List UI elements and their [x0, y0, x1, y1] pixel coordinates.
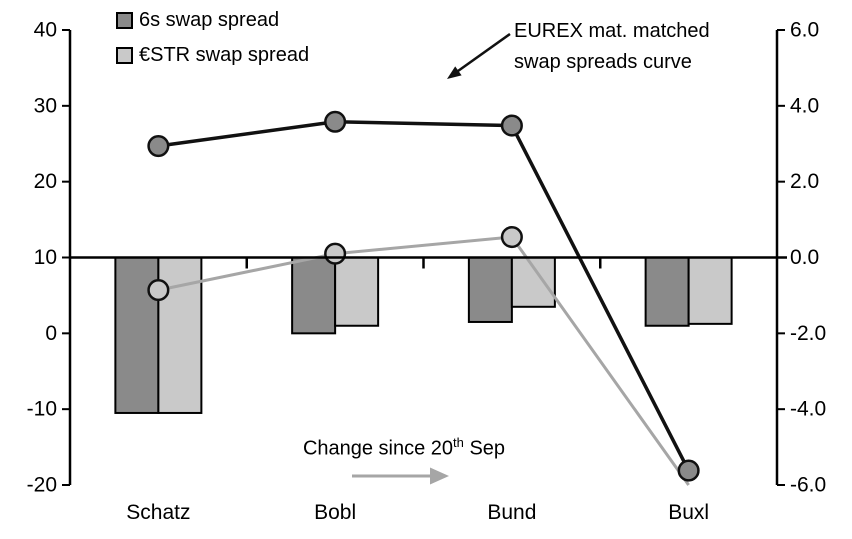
curve-annotation-line1: EUREX mat. matched [514, 20, 710, 42]
curve-annotation-line2: swap spreads curve [514, 51, 692, 73]
x-label-bund: Bund [487, 501, 536, 524]
curve-annotation: EUREX mat. matched swap spreads curve [514, 16, 710, 78]
x-label-bobl: Bobl [314, 501, 356, 524]
left-axis-tick-label: 0 [45, 322, 57, 345]
left-axis-tick-label: 40 [34, 19, 57, 42]
marker-6s-schatz [147, 134, 170, 158]
x-label-buxl: Buxl [668, 501, 709, 524]
change-annotation-suffix: Sep [463, 437, 506, 460]
left-axis-tick-label: 30 [34, 94, 57, 117]
line-6s [158, 120, 691, 472]
bar-estr-bobl [334, 256, 380, 327]
legend-label-estr: €STR swap spread [139, 44, 310, 66]
right-axis-tick-label: -2.0 [790, 322, 826, 345]
right-axis-tick-label: -6.0 [790, 474, 826, 497]
marker-estr-schatz [147, 279, 170, 302]
right-axis-tick-label: 4.0 [790, 94, 819, 117]
left-axis-tick-label: -20 [27, 473, 57, 496]
lines-layer [147, 110, 700, 486]
bar-6s-bobl [291, 256, 337, 335]
bar-6s-bund [467, 256, 513, 323]
axis-labels-layer: 403020100-10-206.04.02.00.0-2.0-4.0-6.0S… [27, 18, 827, 524]
bar-estr-schatz [157, 256, 203, 414]
legend-swatch-estr [116, 47, 133, 64]
curve-note-arrow-icon [447, 32, 511, 79]
change-annotation-prefix: Change since 20 [302, 437, 454, 460]
bar-6s-buxl [644, 256, 690, 327]
line-estr [158, 235, 690, 486]
left-axis-tick-label: -10 [27, 398, 57, 421]
marker-estr-bobl [324, 242, 347, 265]
left-axis-tick-label: 20 [34, 170, 57, 193]
right-axis-tick-label: 2.0 [790, 170, 819, 193]
marker-6s-buxl [677, 459, 700, 482]
legend-item-6s: 6s swap spread [116, 6, 309, 35]
right-axis-tick-label: 6.0 [790, 18, 819, 41]
left-axis-tick-label: 10 [34, 246, 57, 269]
marker-6s-bund [500, 114, 523, 137]
change-annotation: Change since 20th Sep [288, 435, 520, 461]
right-axis-tick-label: -4.0 [790, 398, 826, 421]
change-annotation-superscript: th [453, 435, 464, 450]
axes-layer [62, 28, 787, 487]
legend-item-estr: €STR swap spread [116, 41, 309, 70]
legend-label-6s: 6s swap spread [139, 9, 280, 31]
bar-estr-buxl [687, 256, 733, 325]
change-note-arrow-icon [352, 467, 449, 485]
x-label-schatz: Schatz [126, 501, 190, 524]
marker-6s-bobl [324, 110, 347, 133]
legend: 6s swap spread €STR swap spread [116, 6, 309, 76]
bar-6s-schatz [114, 256, 160, 414]
legend-swatch-6s [116, 12, 133, 29]
right-axis-tick-label: 0.0 [790, 246, 819, 269]
marker-estr-bund [500, 225, 523, 249]
